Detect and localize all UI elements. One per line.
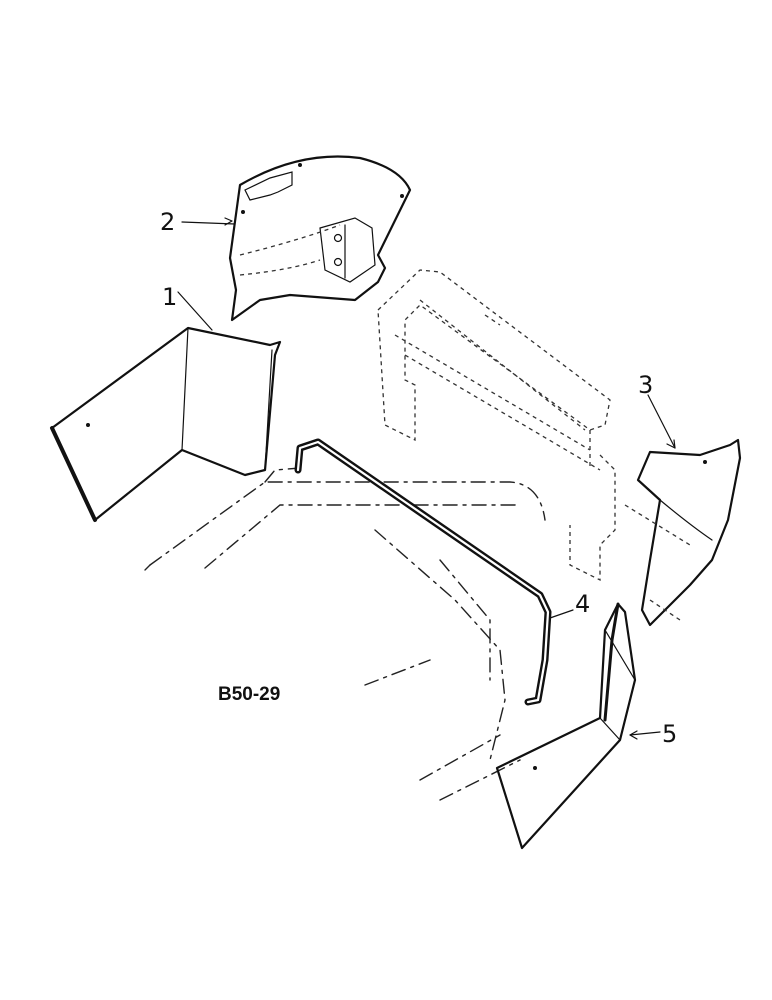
radiator-frame-phantom [377,269,616,582]
part-5-right-side-panel [495,602,637,850]
part-1-left-side-panel [50,326,282,522]
part-2-upper-left-cover [228,155,412,322]
callout-4-label: 4 [575,590,590,618]
part-3-right-cover [624,438,742,627]
callout-3-label: 3 [638,371,653,399]
callout-1-label: 1 [162,283,177,311]
callout-leaders [177,217,676,740]
callout-5-label: 5 [662,720,677,748]
hood-outline-phantom [144,467,546,801]
callout-2-label: 2 [160,208,175,236]
part-4-seal-strip [294,438,552,706]
figure-reference-code: B50-29 [218,684,280,705]
